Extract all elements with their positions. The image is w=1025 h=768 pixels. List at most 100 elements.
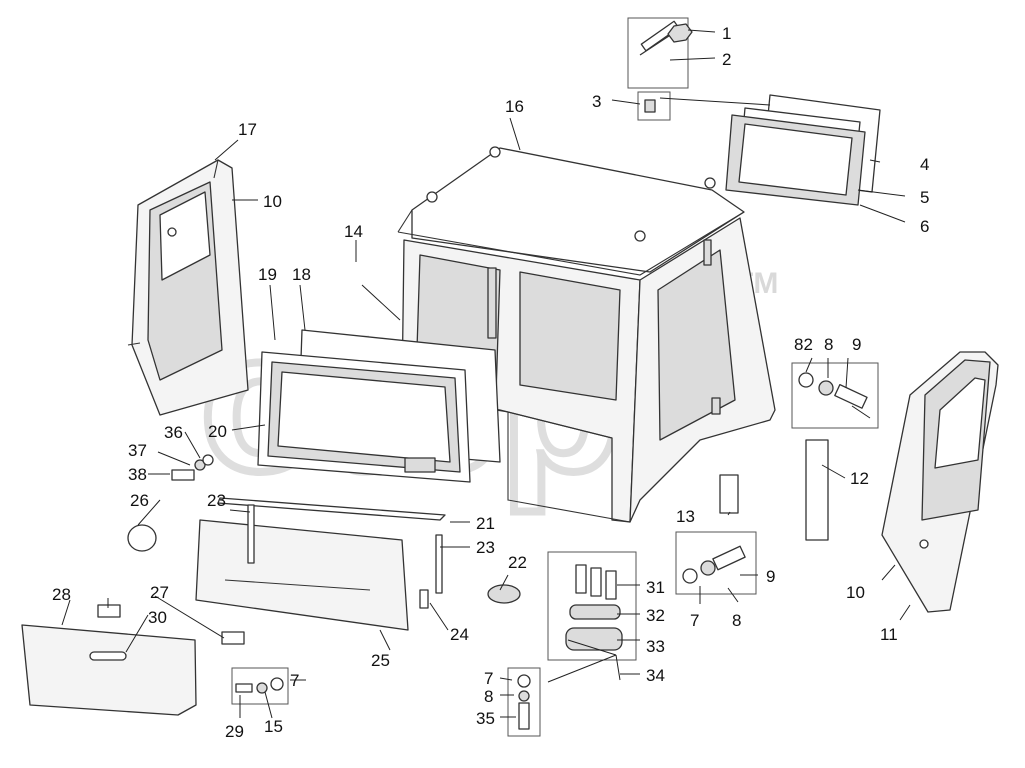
bolt-group-upper-right (791, 362, 879, 429)
rear-inner-glass (738, 123, 853, 196)
callout-10-left: 10 (263, 192, 282, 211)
grommet-26 (127, 524, 157, 552)
callout-38: 38 (128, 465, 147, 484)
callout-5: 5 (920, 188, 929, 207)
panel-28 (21, 624, 197, 716)
bolt-9-upper (834, 383, 868, 409)
callout-17: 17 (238, 120, 257, 139)
handle-30 (89, 651, 127, 661)
callout-labels: 1 2 3 4 5 6 7 7 7 7 8 8 8 8 9 9 10 10 11… (52, 24, 929, 741)
front-inner-glass (277, 371, 451, 463)
callout-29: 29 (225, 722, 244, 741)
lifting-eye-4 (634, 230, 646, 242)
bolt-31-c (605, 570, 617, 600)
callout-19: 19 (258, 265, 277, 284)
bolt-31-b (590, 567, 602, 597)
washer-7-left (270, 677, 284, 691)
bolt-box-35 (507, 667, 541, 737)
bolt-35 (518, 702, 530, 730)
panel-25 (195, 519, 409, 631)
callout-4: 4 (920, 155, 929, 174)
callout-9-upper: 9 (852, 335, 861, 354)
nut-1 (667, 23, 693, 43)
strip-23-left (247, 504, 255, 564)
callout-23-left: 23 (207, 491, 226, 510)
strip-21 (217, 497, 446, 521)
fastener-box-top (627, 17, 689, 89)
callout-25: 25 (371, 651, 390, 670)
callout-31: 31 (646, 578, 665, 597)
callout-34: 34 (646, 666, 665, 685)
callout-32: 32 (646, 606, 665, 625)
right-door-glass (934, 377, 986, 469)
knob-22 (487, 584, 521, 604)
callout-22: 22 (508, 553, 527, 572)
lower-panel-group (195, 497, 521, 631)
callout-1: 1 (722, 24, 731, 43)
callout-37: 37 (128, 441, 147, 460)
mount-group (507, 551, 637, 737)
callout-8-right: 8 (732, 611, 741, 630)
bolt-9-right (712, 545, 746, 571)
left-door (127, 159, 249, 416)
callout-36: 36 (164, 423, 183, 442)
left-door-handle (167, 227, 177, 237)
callout-3: 3 (592, 92, 601, 111)
lifting-eye-3 (426, 191, 438, 203)
washer-15 (256, 682, 268, 694)
hinge-13 (719, 474, 739, 514)
front-window-set (257, 329, 501, 483)
bolt-box-upper-right (791, 362, 879, 429)
right-door-handle (919, 539, 929, 549)
washer-7-bottom (517, 674, 531, 688)
callout-15: 15 (264, 717, 283, 736)
rear-window-set (725, 94, 881, 206)
callout-7-right: 7 (690, 611, 699, 630)
hinge-27-b (221, 631, 245, 645)
left-door-glass (159, 191, 211, 281)
bolt-box-lower-right (675, 531, 757, 595)
left-small-parts (127, 454, 214, 552)
callout-16: 16 (505, 97, 524, 116)
bolt-31-a (575, 564, 587, 594)
clip-3 (644, 99, 656, 113)
clip-box-3 (637, 91, 671, 121)
washer-37 (194, 459, 206, 471)
callout-28: 28 (52, 585, 71, 604)
callout-12: 12 (850, 469, 869, 488)
callout-8-bottom: 8 (484, 687, 493, 706)
callout-2: 2 (722, 50, 731, 69)
access-panel-group (21, 604, 289, 716)
callout-26: 26 (130, 491, 149, 510)
callout-8-upper: 8 (824, 335, 833, 354)
callout-9-right: 9 (766, 567, 775, 586)
lifting-eye-1 (489, 146, 501, 158)
washer-7-right (682, 568, 698, 584)
callout-18: 18 (292, 265, 311, 284)
pad-33 (565, 627, 623, 651)
callout-24: 24 (450, 625, 469, 644)
bolt-38 (171, 469, 195, 481)
cab-latch (703, 239, 712, 266)
callout-23-right: 23 (476, 538, 495, 557)
clip-24 (419, 589, 429, 609)
leader-lines (61, 29, 911, 719)
hinge-27-a (97, 604, 121, 618)
lifting-eye-2 (704, 177, 716, 189)
bolt-box-29 (231, 667, 289, 705)
mount-box (547, 551, 637, 661)
callout-27: 27 (150, 583, 169, 602)
callout-7-left: 7 (290, 671, 299, 690)
washer-8-right (700, 560, 716, 576)
callout-10-right: 10 (846, 583, 865, 602)
cab-latch-lower (711, 397, 721, 415)
washer-8-bottom (518, 690, 530, 702)
front-window-latch (404, 457, 436, 473)
cab-hinge-rail (487, 267, 497, 339)
bolt-29 (235, 683, 253, 693)
washer-36 (202, 454, 214, 466)
callout-7-bottom: 7 (484, 669, 493, 688)
washer-82 (798, 372, 814, 388)
right-door (881, 351, 999, 613)
